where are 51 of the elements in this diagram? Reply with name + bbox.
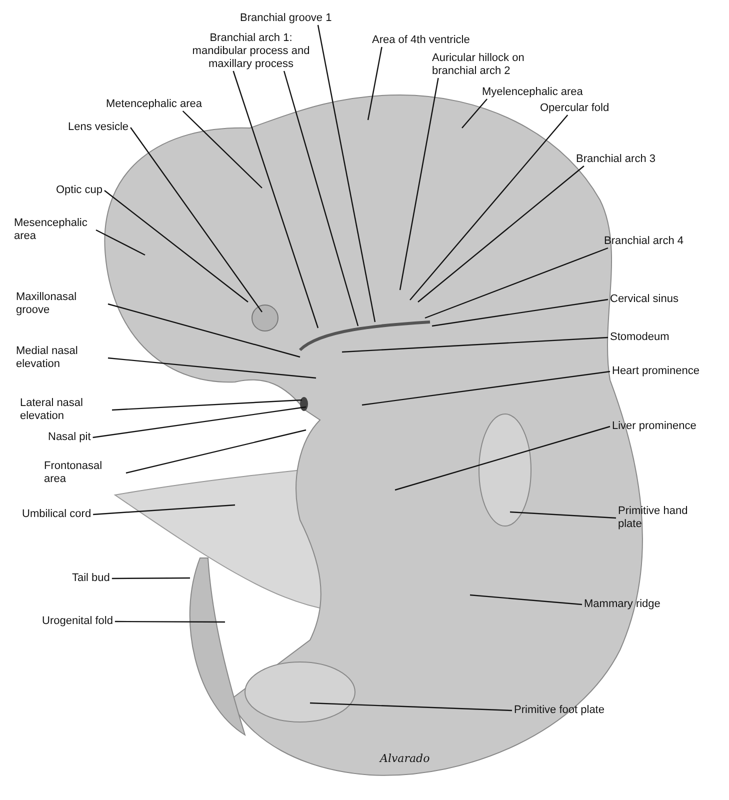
- artist-signature: Alvarado: [380, 752, 430, 765]
- part-label: Mesencephalic area: [14, 217, 94, 243]
- part-label: Stomodeum: [610, 331, 670, 344]
- leader-line: [399, 78, 439, 290]
- part-label: Auricular hillock on branchial arch 2: [432, 52, 557, 78]
- leader-line: [394, 426, 610, 491]
- part-label: Cervical sinus: [610, 293, 678, 306]
- part-label: Urogenital fold: [42, 615, 113, 628]
- part-label: Optic cup: [56, 184, 102, 197]
- leader-line: [232, 70, 319, 328]
- leader-line: [418, 166, 584, 302]
- leader-line: [112, 399, 302, 411]
- part-label: Maxillonasal groove: [16, 291, 106, 317]
- part-label: Medial nasal elevation: [16, 345, 106, 371]
- part-label: Frontonasal area: [44, 460, 124, 486]
- leader-line: [182, 110, 262, 188]
- leader-line: [93, 504, 236, 516]
- part-label: Tail bud: [72, 572, 110, 585]
- leader-line: [317, 24, 376, 322]
- part-label: Nasal pit: [48, 431, 91, 444]
- part-label: Lateral nasal elevation: [20, 397, 110, 423]
- part-label: Umbilical cord: [22, 508, 92, 521]
- leader-line: [283, 70, 359, 326]
- leader-line: [432, 298, 608, 327]
- part-label: Myelencephalic area: [482, 86, 583, 99]
- part-label: Heart prominence: [612, 365, 700, 378]
- part-label: Branchial arch 3: [576, 153, 656, 166]
- leader-line: [114, 620, 225, 623]
- part-label: Lens vesicle: [68, 121, 129, 134]
- leader-line: [130, 127, 262, 312]
- leader-line: [112, 577, 190, 580]
- leader-line: [92, 406, 306, 438]
- part-label: Primitive foot plate: [514, 704, 604, 717]
- part-label: Primitive hand plate: [618, 505, 708, 531]
- leader-line: [108, 357, 316, 379]
- leader-line: [510, 511, 616, 519]
- part-label: Branchial groove 1: [240, 12, 332, 25]
- part-label: Area of 4th ventricle: [372, 34, 470, 47]
- part-label: Opercular fold: [540, 102, 610, 115]
- leader-line: [310, 702, 512, 712]
- part-label: Metencephalic area: [106, 98, 202, 111]
- leader-line: [367, 46, 382, 120]
- part-label: Branchial arch 4: [604, 235, 684, 248]
- leader-line: [126, 429, 306, 474]
- leader-line: [424, 247, 608, 319]
- leader-line: [362, 370, 610, 406]
- leader-line: [470, 594, 582, 606]
- part-label: Mammary ridge: [584, 598, 660, 611]
- part-label: Branchial arch 1: mandibular process and maxillary process: [192, 32, 310, 71]
- leader-line: [410, 114, 568, 300]
- part-label: Liver prominence: [612, 420, 696, 433]
